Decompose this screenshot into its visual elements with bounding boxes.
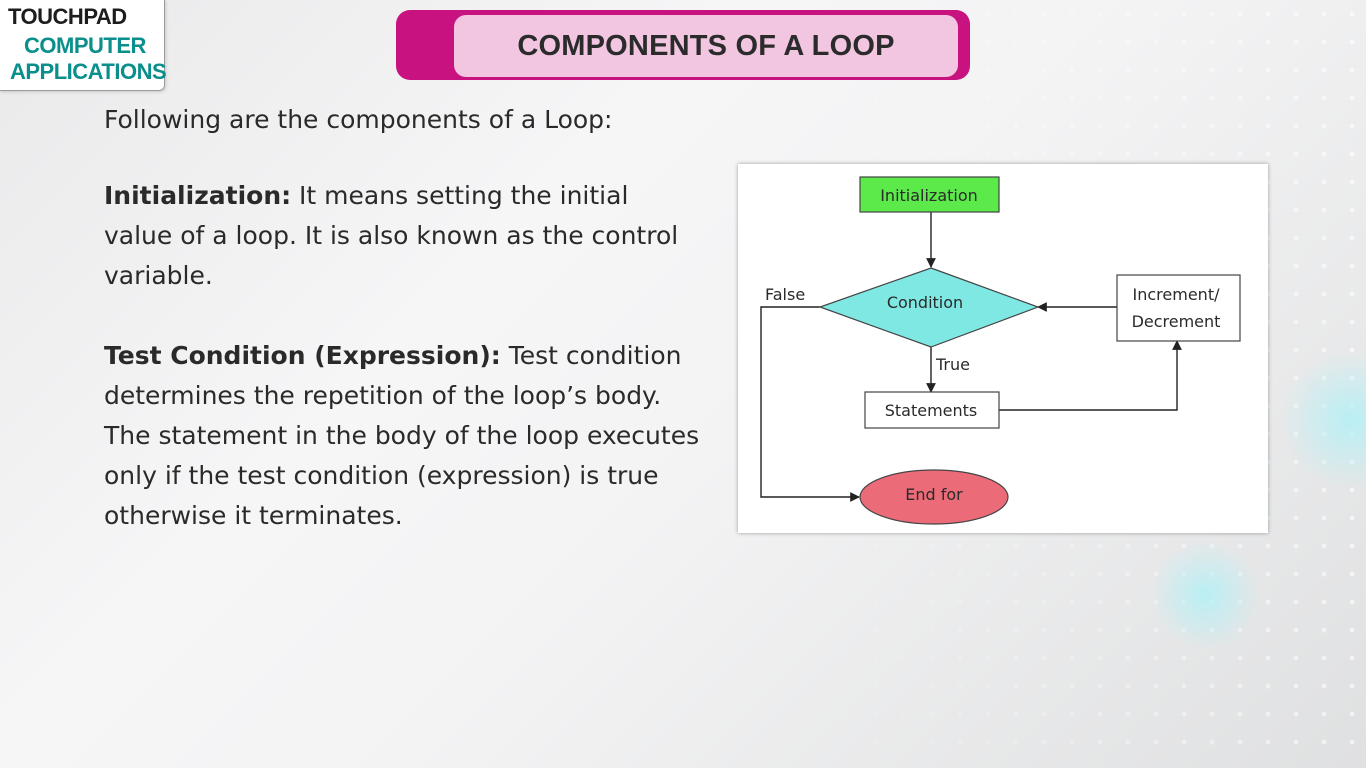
condition-node-label: Condition: [887, 293, 963, 312]
touchpad-logo: TOUCHPAD COMPUTER APPLICATIONS: [0, 0, 167, 91]
test-condition-line-3: The statement in the body of the loop ex…: [104, 421, 700, 450]
page-title: COMPONENTS OF A LOOP: [517, 29, 895, 62]
flowchart-svg: Initialization Condition Increment/ Decr…: [760, 176, 1241, 525]
initialization-term: Initialization:: [104, 181, 292, 210]
true-edge-label: True: [935, 355, 970, 374]
title-banner-inner: COMPONENTS OF A LOOP: [454, 15, 958, 77]
condition-diamond: [818, 267, 1040, 348]
loop-flowchart: Initialization Condition Increment/ Decr…: [738, 164, 1268, 533]
test-condition-line-5: otherwise it terminates.: [104, 501, 403, 530]
test-condition-line-2: determines the repetition of the loop’s …: [104, 381, 662, 410]
initialization-node-label: Initialization: [880, 186, 978, 205]
false-edge-label: False: [765, 285, 805, 304]
background-glow: [1150, 540, 1260, 650]
initialization-line-3: variable.: [104, 261, 213, 290]
statements-box: [864, 391, 1000, 429]
end-for-node-label: End for: [905, 485, 963, 504]
test-condition-term: Test Condition (Expression):: [104, 341, 501, 370]
test-condition-paragraph: Test Condition (Expression): Test condit…: [104, 336, 734, 536]
increment-decrement-box: [1116, 274, 1241, 342]
initialization-line-2: value of a loop. It is also known as the…: [104, 221, 679, 250]
end-for-ellipse: [859, 469, 1009, 525]
statements-node-label: Statements: [885, 401, 978, 420]
intro-text: Following are the components of a Loop:: [104, 105, 613, 134]
increment-label-line-1: Increment/: [1133, 285, 1221, 304]
test-condition-line-4: only if the test condition (expression) …: [104, 461, 659, 490]
initialization-box: [859, 176, 1000, 213]
logo-touchpad-text: TOUCHPAD: [8, 4, 127, 29]
logo-computer-text: COMPUTER: [24, 33, 146, 58]
test-condition-line-1: Test condition: [500, 341, 682, 370]
initialization-paragraph: Initialization: It means setting the ini…: [104, 176, 724, 296]
logo-applications-text: APPLICATIONS: [10, 59, 167, 84]
increment-label-line-2: Decrement: [1132, 312, 1221, 331]
arrow-false-to-end: [760, 306, 860, 502]
title-banner: COMPONENTS OF A LOOP: [396, 10, 970, 80]
arrow-statements-to-increment: [999, 340, 1182, 411]
initialization-line-1: It means setting the initial: [291, 181, 629, 210]
